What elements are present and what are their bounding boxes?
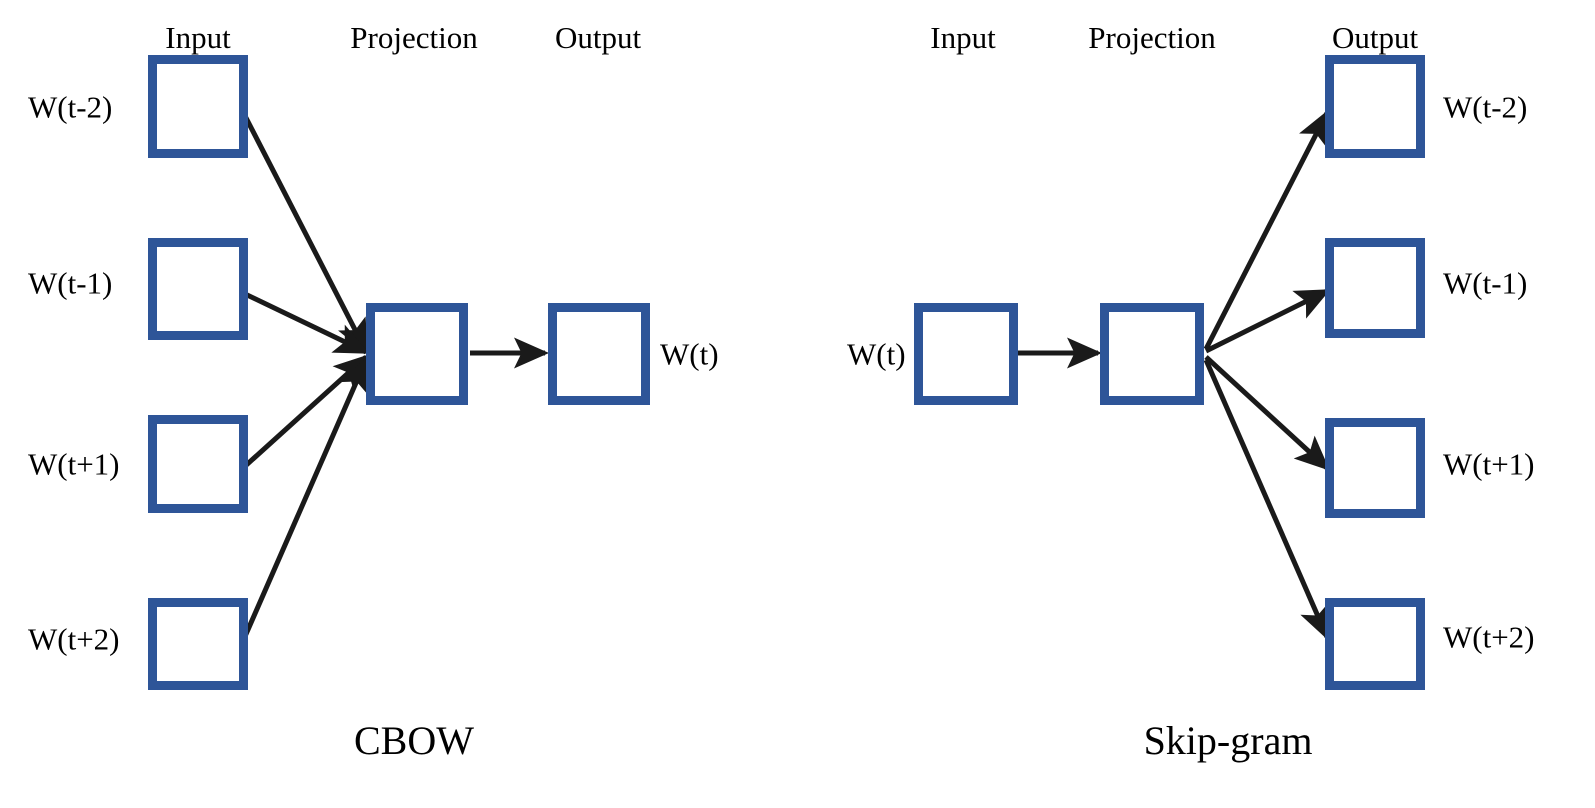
- skipgram-output-box-1[interactable]: [1325, 55, 1425, 158]
- cbow-header-output: Output: [554, 20, 642, 55]
- skipgram-header-output: Output: [1331, 20, 1419, 55]
- cbow-output-label: W(t): [660, 336, 719, 372]
- cbow-input-label-2: W(t-1): [28, 265, 113, 301]
- cbow-header-input: Input: [165, 20, 231, 55]
- skipgram-arrow-output-4: [1203, 358, 1330, 641]
- skipgram-header-projection: Projection: [1088, 20, 1216, 55]
- skipgram-arrow-output-3: [1204, 355, 1330, 471]
- skipgram-input-label: W(t): [847, 336, 906, 372]
- cbow-projection-box[interactable]: [366, 303, 468, 405]
- cbow-input-box-1[interactable]: [148, 55, 248, 158]
- cbow-arrow-input-1: [240, 110, 369, 355]
- skipgram-output-box-2[interactable]: [1325, 238, 1425, 338]
- skipgram-output-box-4[interactable]: [1325, 598, 1425, 690]
- cbow-arrow-input-3: [241, 354, 369, 470]
- cbow-input-label-4: W(t+2): [28, 621, 120, 657]
- cbow-input-label-1: W(t-2): [28, 89, 113, 125]
- cbow-input-box-2[interactable]: [148, 238, 248, 340]
- cbow-arrow-input-2: [241, 290, 370, 355]
- cbow-caption: CBOW: [354, 718, 474, 763]
- cbow-arrow-input-4: [240, 356, 369, 643]
- skipgram-projection-to-output-arrows: [1203, 109, 1331, 641]
- cbow-output-box[interactable]: [548, 303, 650, 405]
- cbow-input-box-3[interactable]: [148, 415, 248, 513]
- cbow-input-to-projection-arrows: [240, 110, 370, 643]
- skipgram-input-box[interactable]: [914, 303, 1018, 405]
- skipgram-projection-box[interactable]: [1100, 303, 1204, 405]
- skipgram-arrow-output-1: [1203, 109, 1330, 351]
- skipgram-output-box-3[interactable]: [1325, 418, 1425, 518]
- skipgram-output-label-3: W(t+1): [1443, 446, 1535, 482]
- skipgram-output-label-1: W(t-2): [1443, 89, 1528, 125]
- skipgram-header-input: Input: [930, 20, 996, 55]
- skipgram-output-label-2: W(t-1): [1443, 265, 1528, 301]
- skipgram-caption: Skip-gram: [1143, 718, 1313, 763]
- cbow-input-box-4[interactable]: [148, 598, 248, 690]
- cbow-input-label-3: W(t+1): [28, 446, 120, 482]
- skipgram-output-label-4: W(t+2): [1443, 619, 1535, 655]
- cbow-header-projection: Projection: [350, 20, 478, 55]
- skipgram-arrow-output-2: [1204, 288, 1331, 354]
